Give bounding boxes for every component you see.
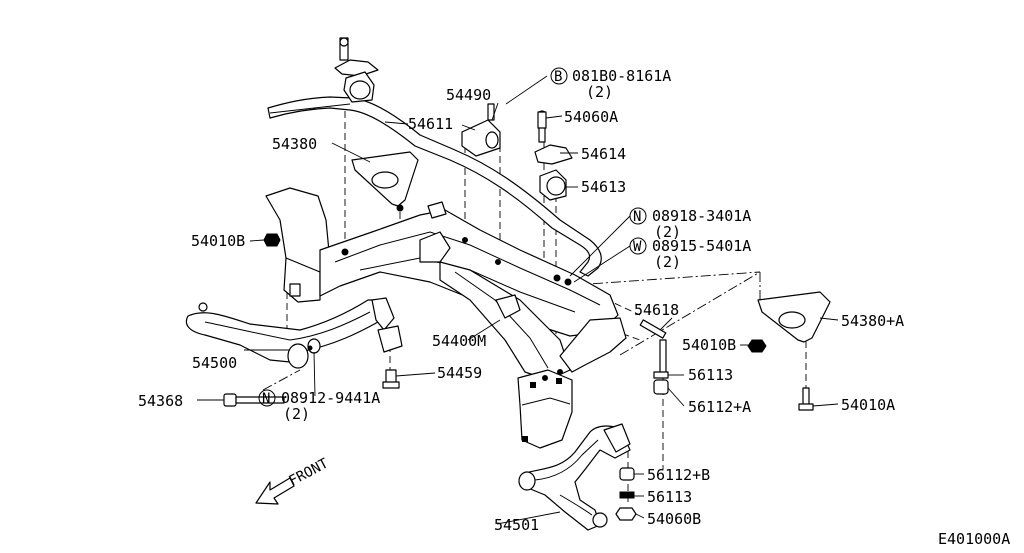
mount-plate-54380a — [757, 291, 831, 343]
part-labels: 54490 54611 54380 54010B 54500 54368 544… — [138, 67, 1010, 548]
suspension-member — [265, 187, 627, 449]
bolt-b-marker: B — [554, 69, 562, 85]
label-54010b-left: 54010B — [191, 232, 245, 250]
label-56113-bottom: 56113 — [647, 488, 692, 506]
label-54490: 54490 — [446, 86, 491, 104]
bolt-b-qty: (2) — [586, 83, 613, 101]
label-54613: 54613 — [581, 178, 626, 196]
nut-n1-marker: N — [633, 209, 641, 225]
leader-lines — [197, 75, 839, 525]
label-54010b-right: 54010B — [682, 336, 736, 354]
hardware — [223, 111, 814, 521]
lower-link-right — [518, 423, 631, 531]
front-label: FRONT — [286, 455, 331, 489]
front-arrow-icon — [255, 477, 295, 505]
label-54380: 54380 — [272, 135, 317, 153]
stabilizer-bar — [267, 96, 602, 277]
label-54500: 54500 — [192, 354, 237, 372]
bolt-b-part-number: 081B0-8161A — [572, 67, 671, 85]
washer-w-qty: (2) — [654, 253, 681, 271]
washer-w-marker-circle — [629, 237, 647, 255]
label-54459: 54459 — [437, 364, 482, 382]
label-56113-top: 56113 — [688, 366, 733, 384]
nut-n2-part-number: 08912-9441A — [281, 389, 380, 407]
callout-markers: B N W N — [258, 67, 647, 407]
label-54400m: 54400M — [432, 332, 486, 350]
label-54380a: 54380+A — [841, 312, 904, 330]
bolt-b-marker-circle — [550, 67, 568, 85]
nut-n2-marker-circle — [258, 389, 276, 407]
label-54614: 54614 — [581, 145, 626, 163]
washer-w-part-number: 08915-5401A — [652, 237, 751, 255]
mount-plate-54380 — [351, 151, 419, 212]
label-54611: 54611 — [408, 115, 453, 133]
diagram-code: E401000A — [938, 530, 1010, 548]
nut-n1-part-number: 08918-3401A — [652, 207, 751, 225]
label-54060a: 54060A — [564, 108, 618, 126]
bushing-clamp-upper-left — [334, 37, 379, 103]
bushing-54490 — [461, 103, 501, 157]
washer-w-marker: W — [633, 239, 642, 255]
label-56112a: 56112+A — [688, 398, 751, 416]
nut-n2-marker: N — [262, 391, 270, 407]
nut-n2-qty: (2) — [283, 405, 310, 423]
bushing-54613 — [539, 169, 567, 201]
label-54060b: 54060B — [647, 510, 701, 528]
label-54010a: 54010A — [841, 396, 895, 414]
front-direction-indicator: FRONT — [255, 455, 332, 505]
nut-n1-marker-circle — [629, 207, 647, 225]
nut-n1-qty: (2) — [654, 223, 681, 241]
label-54501: 54501 — [494, 516, 539, 534]
label-54368: 54368 — [138, 392, 183, 410]
label-56112b: 56112+B — [647, 466, 710, 484]
label-54618: 54618 — [634, 301, 679, 319]
